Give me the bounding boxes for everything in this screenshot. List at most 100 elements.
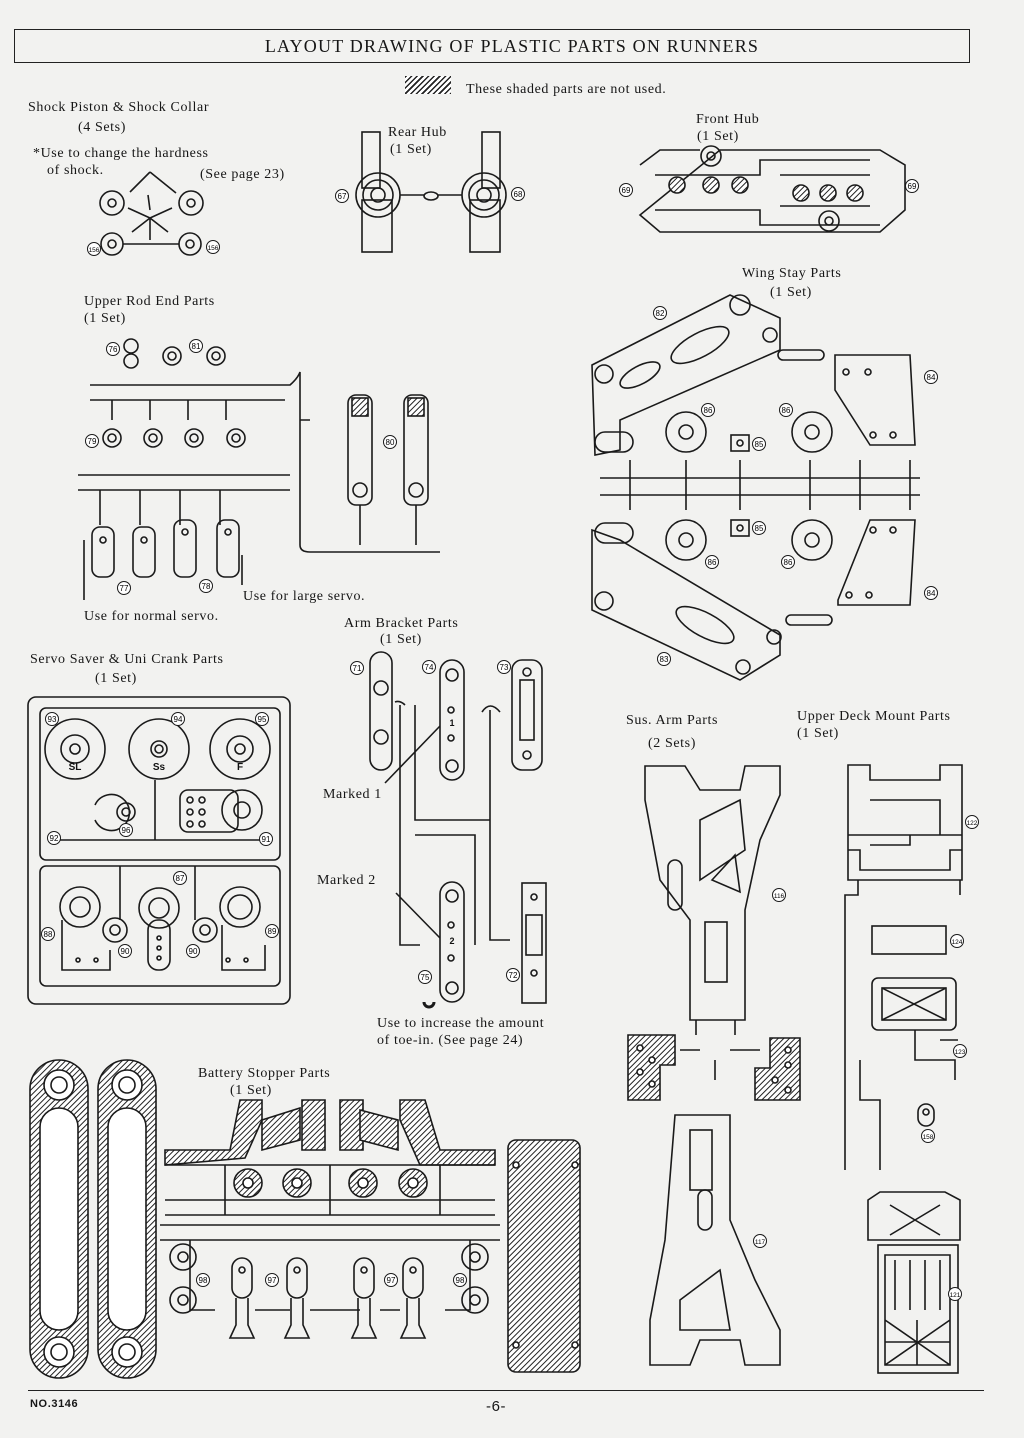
part-number-label: 82 <box>656 309 665 318</box>
part-number-label: 95 <box>258 715 267 724</box>
wing-stay-drawing <box>591 294 920 681</box>
sus-arm-drawing <box>627 765 801 1366</box>
toe-in-note-2: of toe-in. (See page 24) <box>377 1033 524 1048</box>
upper-deck-title: Upper Deck Mount Parts <box>797 709 951 724</box>
shock-note-2: of shock. <box>47 163 104 178</box>
part-number-label: 86 <box>708 558 717 567</box>
part-number-badge <box>171 712 185 726</box>
part-number-badge <box>953 1044 967 1058</box>
upper-rod-title: Upper Rod End Parts <box>84 294 215 309</box>
part-number-badge <box>948 1287 962 1301</box>
battery-stopper-drawing <box>29 1059 581 1379</box>
part-number-badge <box>384 1273 398 1287</box>
mark-ss: Ss <box>153 762 166 773</box>
part-number-label: 122 <box>967 820 978 827</box>
sus-arm-title: Sus. Arm Parts <box>626 713 719 728</box>
part-number-label: 87 <box>176 874 185 883</box>
part-number-label: 78 <box>202 582 211 591</box>
front-hub-title: Front Hub <box>696 112 760 127</box>
front-hub-qty: (1 Set) <box>697 129 739 144</box>
part-number-badge <box>265 1273 279 1287</box>
mark-1-digit: 1 <box>449 718 454 728</box>
part-number-label: 93 <box>48 715 57 724</box>
part-number-label: 156 <box>89 247 100 254</box>
part-number-label: 116 <box>774 893 785 900</box>
servo-saver-qty: (1 Set) <box>95 671 137 686</box>
part-number-label: 79 <box>88 437 97 446</box>
part-number-badge <box>657 652 671 666</box>
part-number-label: 117 <box>755 1239 766 1246</box>
upper-rod-qty: (1 Set) <box>84 311 126 326</box>
part-number-badge <box>701 403 715 417</box>
part-number-badge <box>189 339 203 353</box>
part-number-label: 91 <box>262 835 271 844</box>
part-number-badge <box>619 183 633 197</box>
part-number-badge <box>418 970 432 984</box>
part-number-badge <box>772 888 786 902</box>
part-number-label: 73 <box>500 663 509 672</box>
part-number-badge <box>779 403 793 417</box>
part-number-label: 69 <box>908 182 917 191</box>
part-number-label: 88 <box>44 930 53 939</box>
shaded-legend-swatch <box>405 76 451 94</box>
part-number-badge <box>921 1129 935 1143</box>
part-number-badge <box>335 189 349 203</box>
page-title: LAYOUT DRAWING OF PLASTIC PARTS ON RUNNE… <box>264 36 760 56</box>
marked-1-label: Marked 1 <box>323 787 382 802</box>
part-number-badge <box>87 242 101 256</box>
part-number-badge <box>965 815 979 829</box>
normal-servo-note: Use for normal servo. <box>84 609 219 624</box>
part-number-label: 76 <box>109 345 118 354</box>
mark-2-digit: 2 <box>449 936 454 946</box>
shock-title: Shock Piston & Shock Collar <box>28 100 210 115</box>
shock-note-1: *Use to change the hardness <box>33 146 209 161</box>
part-number-label: 71 <box>353 664 362 673</box>
part-number-badge <box>752 437 766 451</box>
part-number-label: 94 <box>174 715 183 724</box>
shock-ref: (See page 23) <box>200 167 285 182</box>
part-number-label: 86 <box>704 406 713 415</box>
part-number-label: 121 <box>950 1292 961 1299</box>
part-number-label: 98 <box>199 1276 208 1285</box>
part-number-badge <box>497 660 511 674</box>
part-number-badge <box>85 434 99 448</box>
part-number-label: 97 <box>268 1276 277 1285</box>
part-number-badge <box>45 712 59 726</box>
part-number-badge <box>106 342 120 356</box>
title-frame <box>14 29 970 63</box>
battery-stopper-qty: (1 Set) <box>230 1083 272 1098</box>
rear-hub-title: Rear Hub <box>388 125 447 140</box>
part-number-label: 68 <box>514 190 523 199</box>
part-number-label: 80 <box>386 438 395 447</box>
sus-arm-qty: (2 Sets) <box>648 736 696 751</box>
part-number-badge <box>453 1273 467 1287</box>
part-number-label: 158 <box>923 1134 934 1141</box>
large-servo-note: Use for large servo. <box>243 589 366 604</box>
part-number-badge <box>383 435 397 449</box>
part-number-badge <box>255 712 269 726</box>
part-number-badge <box>186 944 200 958</box>
part-number-label: 124 <box>952 939 963 946</box>
toe-in-note-1: Use to increase the amount <box>377 1016 545 1031</box>
part-number-badge <box>199 579 213 593</box>
part-number-label: 96 <box>122 826 131 835</box>
part-number-label: 84 <box>927 589 936 598</box>
upper-deck-drawing <box>844 764 963 1374</box>
part-number-badge <box>259 832 273 846</box>
part-number-badge <box>506 968 520 982</box>
part-number-label: 86 <box>782 406 791 415</box>
battery-stopper-title: Battery Stopper Parts <box>198 1066 331 1081</box>
part-number-badge <box>653 306 667 320</box>
wing-stay-title: Wing Stay Parts <box>742 266 842 281</box>
part-number-label: 81 <box>192 342 201 351</box>
part-number-label: 89 <box>268 927 277 936</box>
part-number-label: 69 <box>622 186 631 195</box>
part-number-badge <box>705 555 719 569</box>
part-number-label: 75 <box>421 973 430 982</box>
part-number-badge <box>117 581 131 595</box>
part-number-label: 156 <box>208 245 219 252</box>
marked-2-label: Marked 2 <box>317 873 376 888</box>
part-number-label: 74 <box>425 663 434 672</box>
part-number-badge <box>511 187 525 201</box>
arm-bracket-title: Arm Bracket Parts <box>344 616 459 631</box>
